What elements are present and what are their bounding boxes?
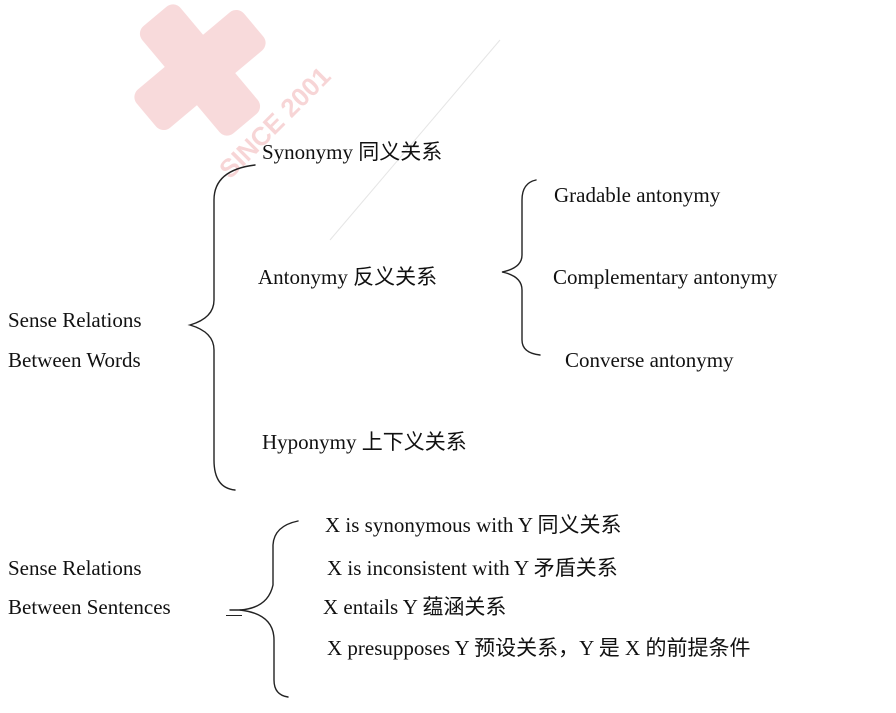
- antonymy-brace: [501, 179, 541, 356]
- hyponymy-label: Hyponymy 上下义关系: [262, 430, 467, 454]
- words-brace: [187, 164, 256, 491]
- words-root-line2: Between Words: [8, 348, 141, 372]
- sentence-relation-inconsistent: X is inconsistent with Y 矛盾关系: [327, 556, 618, 580]
- sentences-root-line2: Between Sentences: [8, 595, 171, 619]
- sentences-brace: [229, 520, 299, 611]
- sentence-relation-presupposes: X presupposes Y 预设关系，Y 是 X 的前提条件: [327, 636, 751, 660]
- sentences-brace-lower: [239, 609, 289, 698]
- antonymy-type-complementary: Complementary antonymy: [553, 265, 778, 289]
- sentence-relation-synonymous: X is synonymous with Y 同义关系: [325, 513, 622, 537]
- words-root-line1: Sense Relations: [8, 308, 142, 332]
- synonymy-label: Synonymy 同义关系: [262, 140, 443, 164]
- sentences-root-line1: Sense Relations: [8, 556, 142, 580]
- antonymy-type-converse: Converse antonymy: [565, 348, 734, 372]
- sentences-root-underline: [226, 615, 242, 616]
- antonymy-type-gradable: Gradable antonymy: [554, 183, 721, 207]
- sentence-relation-entails: X entails Y 蕴涵关系: [323, 595, 507, 619]
- antonymy-label: Antonymy 反义关系: [258, 265, 438, 289]
